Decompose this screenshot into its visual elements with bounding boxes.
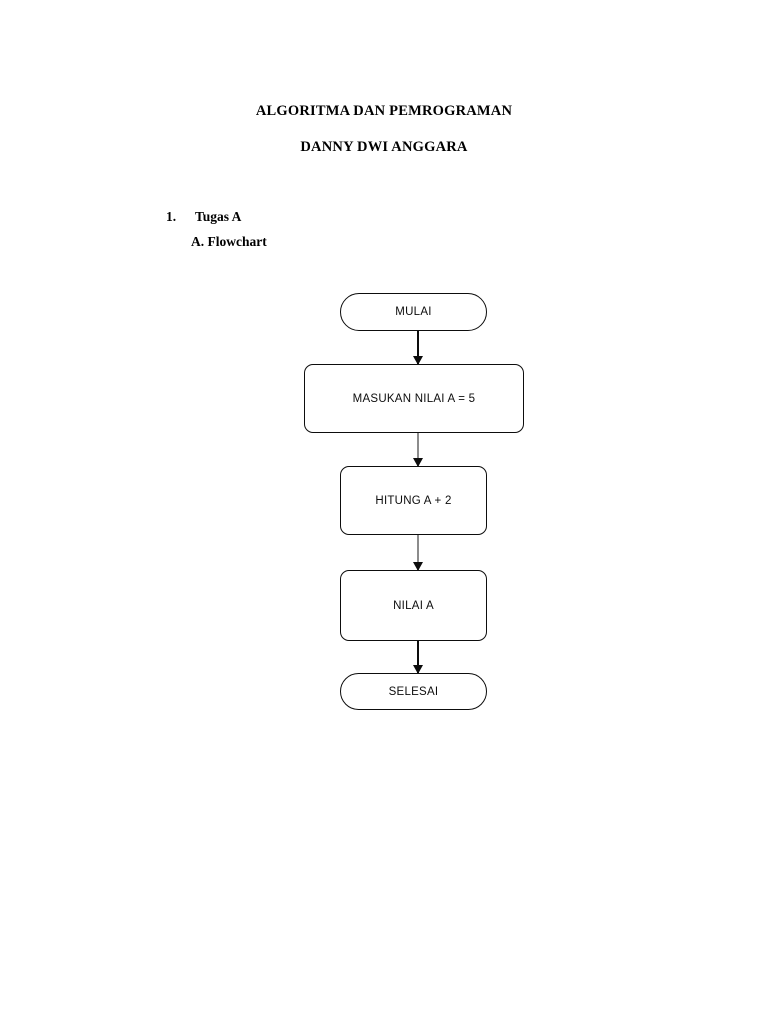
arrow-head-icon <box>413 458 423 467</box>
arrow-head-icon <box>413 665 423 674</box>
arrow-head-icon <box>413 356 423 365</box>
outline-subitem-flowchart: A. Flowchart <box>191 234 267 249</box>
connector-line <box>417 535 419 570</box>
document-title-line-1: ALGORITMA DAN PEMROGRAMAN <box>255 103 513 119</box>
connector-line <box>417 641 419 673</box>
flowchart-connector-masukan-to-hitung <box>412 433 424 467</box>
flowchart-node-selesai: SELESAI <box>340 673 487 710</box>
connector-line <box>417 331 419 364</box>
connector-line <box>417 433 419 466</box>
flowchart-connector-hitung-to-nilai <box>412 535 424 571</box>
flowchart-connector-mulai-to-masukan <box>412 331 424 365</box>
outline-item-tugas-a: Tugas A <box>195 209 242 224</box>
outline-number: 1. <box>166 209 177 224</box>
flowchart-node-mulai: MULAI <box>340 293 487 331</box>
flowchart-connector-nilai-to-selesai <box>412 641 424 674</box>
flowchart-node-hitung: HITUNG A + 2 <box>340 466 487 535</box>
document-title-line-2: DANNY DWI ANGGARA <box>300 139 468 155</box>
flowchart-node-masukan: MASUKAN NILAI A = 5 <box>304 364 524 433</box>
flowchart-node-nilai: NILAI A <box>340 570 487 641</box>
arrow-head-icon <box>413 562 423 571</box>
